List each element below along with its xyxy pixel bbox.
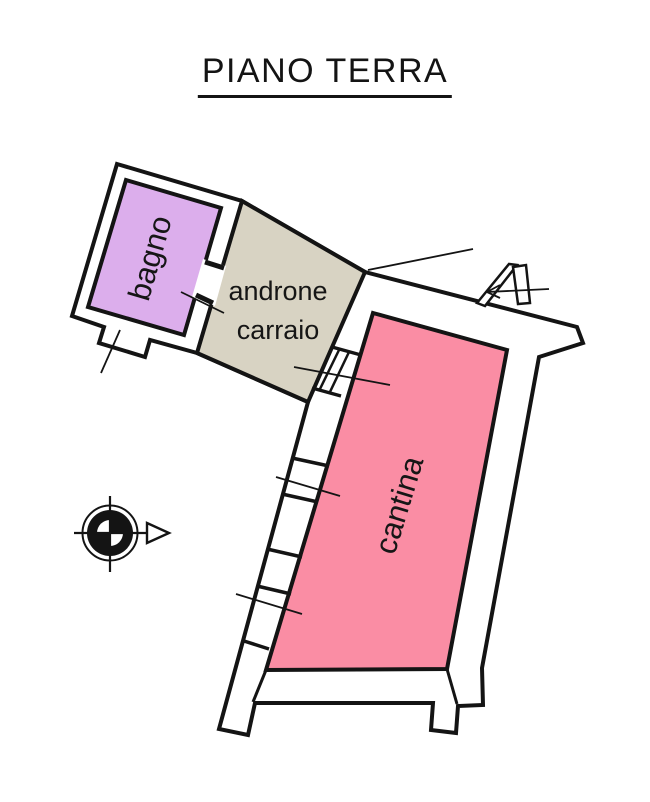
window-marker [100, 329, 121, 374]
door-opening [180, 259, 226, 314]
window-marker [275, 476, 341, 497]
page-title-text: PIANO TERRA [201, 52, 449, 90]
stairs-icon [367, 248, 550, 308]
wall-junction-lines [251, 668, 459, 705]
label-androne-line2: carraio [237, 315, 320, 345]
label-androne-line1: androne [228, 276, 327, 306]
window-markers [100, 329, 341, 615]
east-arrow [145, 521, 172, 545]
page-title: PIANO TERRA [197, 52, 453, 98]
floor-plan: bagno androne carraio cantina [69, 161, 586, 738]
window-marker [235, 593, 303, 615]
wall-ties [243, 456, 330, 651]
window-grid [293, 345, 391, 398]
door-swing-line [180, 291, 225, 314]
north-arrow-icon [74, 496, 172, 572]
